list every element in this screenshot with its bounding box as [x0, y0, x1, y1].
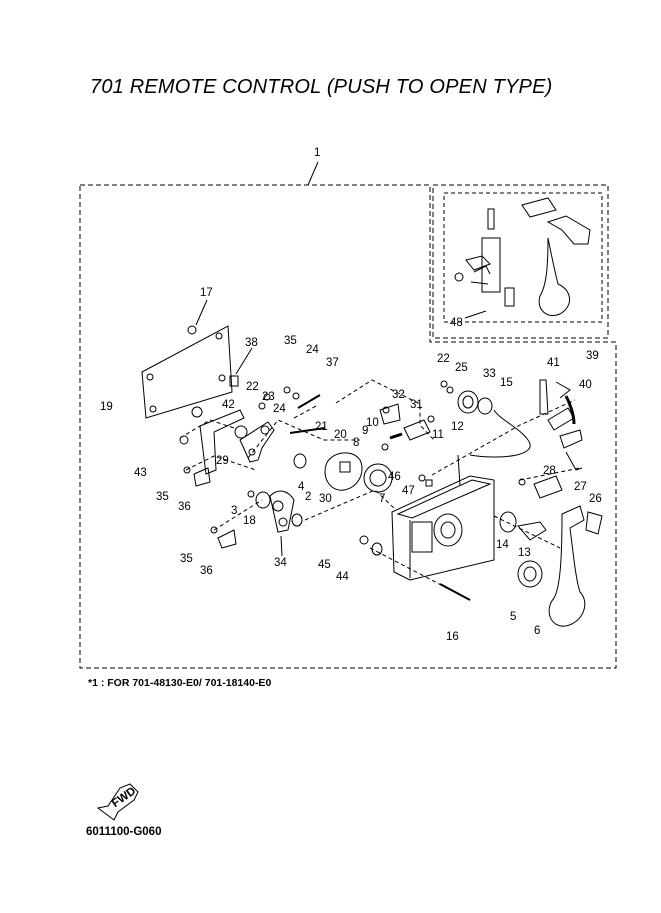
part-label-48: 48	[450, 317, 463, 329]
part-label-7: 7	[379, 493, 385, 505]
control-handle	[548, 505, 586, 627]
part-label-24a: 24	[306, 344, 319, 356]
footnote: *1 : FOR 701-48130-E0/ 701-18140-E0	[88, 677, 272, 689]
fwd-arrow-icon	[96, 783, 139, 821]
part-label-22b: 22	[437, 353, 450, 365]
part-label-35a: 35	[284, 335, 297, 347]
part-label-32: 32	[392, 389, 405, 401]
part-label-2: 2	[305, 491, 311, 503]
part-label-47: 47	[402, 485, 415, 497]
part-label-40: 40	[579, 379, 592, 391]
part-label-33: 33	[483, 368, 496, 380]
cover-plate	[141, 325, 233, 419]
part-label-19: 19	[100, 401, 113, 413]
part-label-35c: 35	[180, 553, 193, 565]
part-label-15: 15	[500, 377, 513, 389]
inset-inner-boundary	[443, 192, 603, 323]
part-label-36b: 36	[200, 565, 213, 577]
control-box	[391, 475, 495, 581]
part-label-41: 41	[547, 357, 560, 369]
part-label-37: 37	[326, 357, 339, 369]
drawing-code: 6011100-G060	[86, 826, 162, 838]
diagram-title: 701 REMOTE CONTROL (PUSH TO OPEN TYPE)	[90, 76, 553, 98]
part-label-8: 8	[353, 437, 359, 449]
part-label-10: 10	[366, 417, 379, 429]
shift-bracket	[199, 409, 245, 475]
part-label-38: 38	[245, 337, 258, 349]
part-labels: 1 2 3 4 5 6 7 8 9 10 11 12 13 14 15 16 1…	[100, 147, 602, 643]
part-label-16: 16	[446, 631, 459, 643]
part-label-4: 4	[298, 481, 305, 493]
part-label-12: 12	[451, 421, 464, 433]
part-label-36a: 36	[178, 501, 191, 513]
part-label-25: 25	[455, 362, 468, 374]
part-label-21: 21	[315, 421, 328, 433]
part-label-17: 17	[200, 287, 213, 299]
part-label-42: 42	[222, 399, 235, 411]
shift-cam	[324, 452, 363, 491]
part-label-31: 31	[410, 399, 423, 411]
part-label-3: 3	[231, 505, 237, 517]
alignment-guides	[179, 379, 581, 601]
part-label-22a: 22	[246, 381, 259, 393]
part-label-27: 27	[574, 481, 587, 493]
part-label-11: 11	[432, 429, 444, 441]
part-label-34: 34	[274, 557, 287, 569]
part-label-30: 30	[319, 493, 332, 505]
part-label-24b: 24	[273, 403, 286, 415]
part-label-29: 29	[216, 455, 229, 467]
part-label-46: 46	[388, 471, 401, 483]
inset-boundary	[432, 184, 609, 339]
part-label-26: 26	[589, 493, 602, 505]
part-label-43: 43	[134, 467, 147, 479]
part-label-14: 14	[496, 539, 509, 551]
fwd-label: FWD	[110, 785, 138, 810]
part-label-39: 39	[586, 350, 599, 362]
part-label-45: 45	[318, 559, 331, 571]
part-label-9: 9	[362, 425, 368, 437]
part-label-20: 20	[334, 429, 347, 441]
part-label-28: 28	[543, 465, 556, 477]
part-label-23: 23	[262, 391, 275, 403]
part-label-1: 1	[314, 147, 320, 159]
assembly-boundary	[79, 184, 617, 669]
part-label-13: 13	[518, 547, 531, 559]
part-label-5: 5	[510, 611, 516, 623]
part-label-44: 44	[336, 571, 349, 583]
part-label-18: 18	[243, 515, 256, 527]
inset-parts	[454, 197, 591, 319]
part-label-6: 6	[534, 625, 540, 637]
part-label-35b: 35	[156, 491, 169, 503]
